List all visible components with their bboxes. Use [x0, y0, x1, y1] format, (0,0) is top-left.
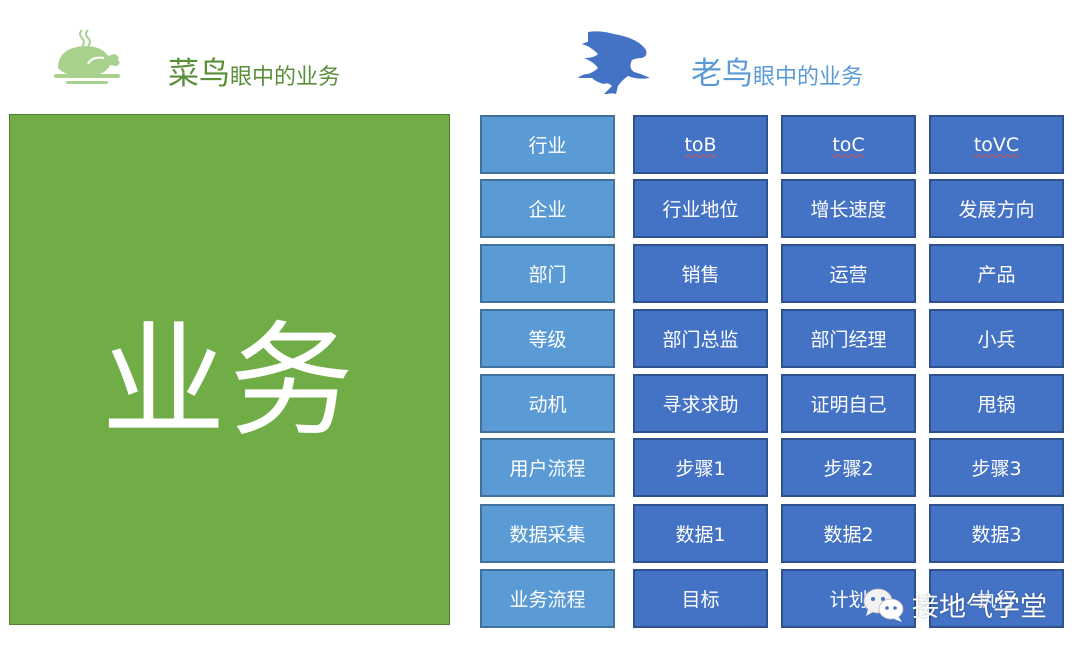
watermark-text: 接地气学堂: [912, 592, 1047, 623]
value-cell: 证明自己: [781, 374, 916, 433]
value-cell: 数据1: [633, 504, 768, 563]
novice-view-title: 菜鸟 眼中的业务: [168, 48, 340, 93]
value-cell: 数据3: [929, 504, 1064, 563]
category-company: 企业: [480, 179, 615, 238]
value-cell: 产品: [929, 244, 1064, 303]
category-business-flow: 业务流程: [480, 569, 615, 628]
category-industry: 行业: [480, 115, 615, 174]
veteran-title-small: 眼中的业务: [753, 65, 864, 90]
value-cell: 寻求求助: [633, 374, 768, 433]
value-cell: 发展方向: [929, 179, 1064, 238]
wechat-icon: [863, 588, 904, 622]
value-cell: 数据2: [781, 504, 916, 563]
value-cell: 部门经理: [781, 309, 916, 368]
value-cell: 部门总监: [633, 309, 768, 368]
watermark: 接地气学堂: [862, 585, 1047, 624]
novice-title-big: 菜鸟: [168, 56, 230, 92]
value-cell: 销售: [633, 244, 768, 303]
category-motivation: 动机: [480, 374, 615, 433]
value-cell: 行业地位: [633, 179, 768, 238]
value-cell: toB: [633, 115, 768, 174]
value-cell: 甩锅: [929, 374, 1064, 433]
value-cell: 步骤3: [929, 438, 1064, 497]
value-cell: 运营: [781, 244, 916, 303]
value-cell: 执行: [929, 569, 1064, 628]
category-department: 部门: [480, 244, 615, 303]
value-cell: 步骤1: [633, 438, 768, 497]
value-cell: 小兵: [929, 309, 1064, 368]
value-cell: toC: [781, 115, 916, 174]
veteran-view-title: 老鸟 眼中的业务: [691, 48, 863, 93]
value-cell: 步骤2: [781, 438, 916, 497]
veteran-title-big: 老鸟: [691, 56, 753, 92]
category-user-flow: 用户流程: [480, 438, 615, 497]
novice-business-label: 业务: [101, 309, 358, 454]
category-level: 等级: [480, 309, 615, 368]
category-data-collection: 数据采集: [480, 504, 615, 563]
roast-chicken-icon: [54, 28, 122, 90]
novice-business-block: 业务: [9, 114, 450, 625]
value-cell: toVC: [929, 115, 1064, 174]
value-cell: 增长速度: [781, 179, 916, 238]
value-cell: 目标: [633, 569, 768, 628]
eagle-icon: [574, 28, 654, 96]
novice-title-small: 眼中的业务: [230, 65, 341, 90]
